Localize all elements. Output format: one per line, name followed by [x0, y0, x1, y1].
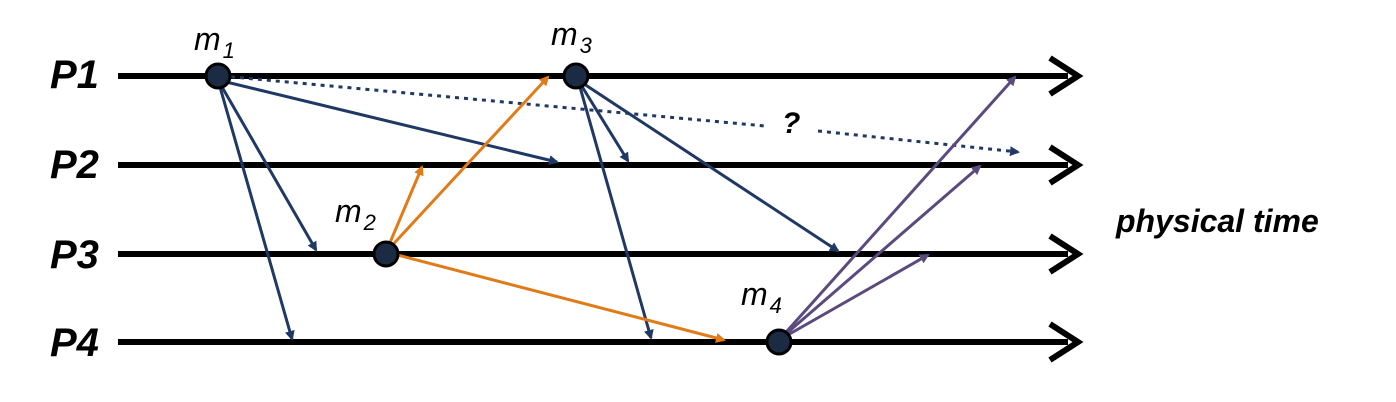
timeline-arrowhead-p2 [1048, 144, 1084, 186]
dotted-message-left [221, 74, 766, 128]
uncertain-message: ? [221, 74, 1020, 157]
event-label-m2-sub: 2 [363, 210, 376, 235]
message-m1-to-p2 [217, 78, 559, 165]
event-m2-dot [372, 240, 400, 268]
timelines [118, 55, 1084, 363]
event-dots [204, 62, 793, 356]
process-label-p3: P3 [50, 233, 99, 277]
process-label-p1: P1 [50, 53, 99, 97]
message-m2-to-p2 [384, 165, 424, 253]
message-m3-to-p2 [576, 79, 630, 163]
event-label-m4-sub: 4 [770, 293, 782, 318]
message-m3-to-p3 [577, 78, 840, 253]
timeline-arrowhead-p1 [1048, 55, 1084, 97]
message-m4-to-p2 [778, 164, 982, 342]
timeline-arrowhead-p4 [1048, 321, 1084, 363]
event-m3-dot [562, 62, 590, 90]
event-label-m3-sub: 3 [580, 33, 593, 58]
event-label-m1-base: m [194, 21, 221, 57]
message-m1-to-p4 [216, 79, 295, 341]
message-m3-to-p4 [576, 79, 654, 340]
event-label-m2: m2 [335, 193, 376, 235]
event-label-m1-sub: 1 [223, 38, 235, 63]
m1-messages [216, 78, 559, 341]
event-label-m3: m3 [551, 16, 593, 58]
event-label-m1: m1 [194, 21, 235, 63]
m4-messages [777, 75, 1017, 342]
event-m4-dot [765, 328, 793, 356]
event-label-m2-base: m [335, 193, 362, 229]
process-label-p2: P2 [50, 143, 99, 187]
message-m1-to-p3 [216, 79, 318, 252]
event-label-m4: m4 [741, 276, 782, 318]
m3-messages [576, 78, 840, 340]
message-m4-to-p3 [778, 253, 930, 342]
time-axis-label: physical time [1115, 203, 1319, 239]
process-label-p4: P4 [50, 321, 99, 365]
m2-messages [384, 75, 726, 343]
timeline-arrowhead-p3 [1048, 233, 1084, 275]
uncertain-label: ? [782, 107, 800, 140]
dotted-message-right [817, 129, 1020, 157]
event-label-m4-base: m [741, 276, 768, 312]
message-m2-to-p1 [384, 75, 550, 254]
event-label-m3-base: m [551, 16, 578, 52]
event-m1-dot [204, 62, 232, 90]
message-m4-to-p1 [777, 75, 1017, 342]
message-m2-to-p4 [385, 250, 726, 343]
